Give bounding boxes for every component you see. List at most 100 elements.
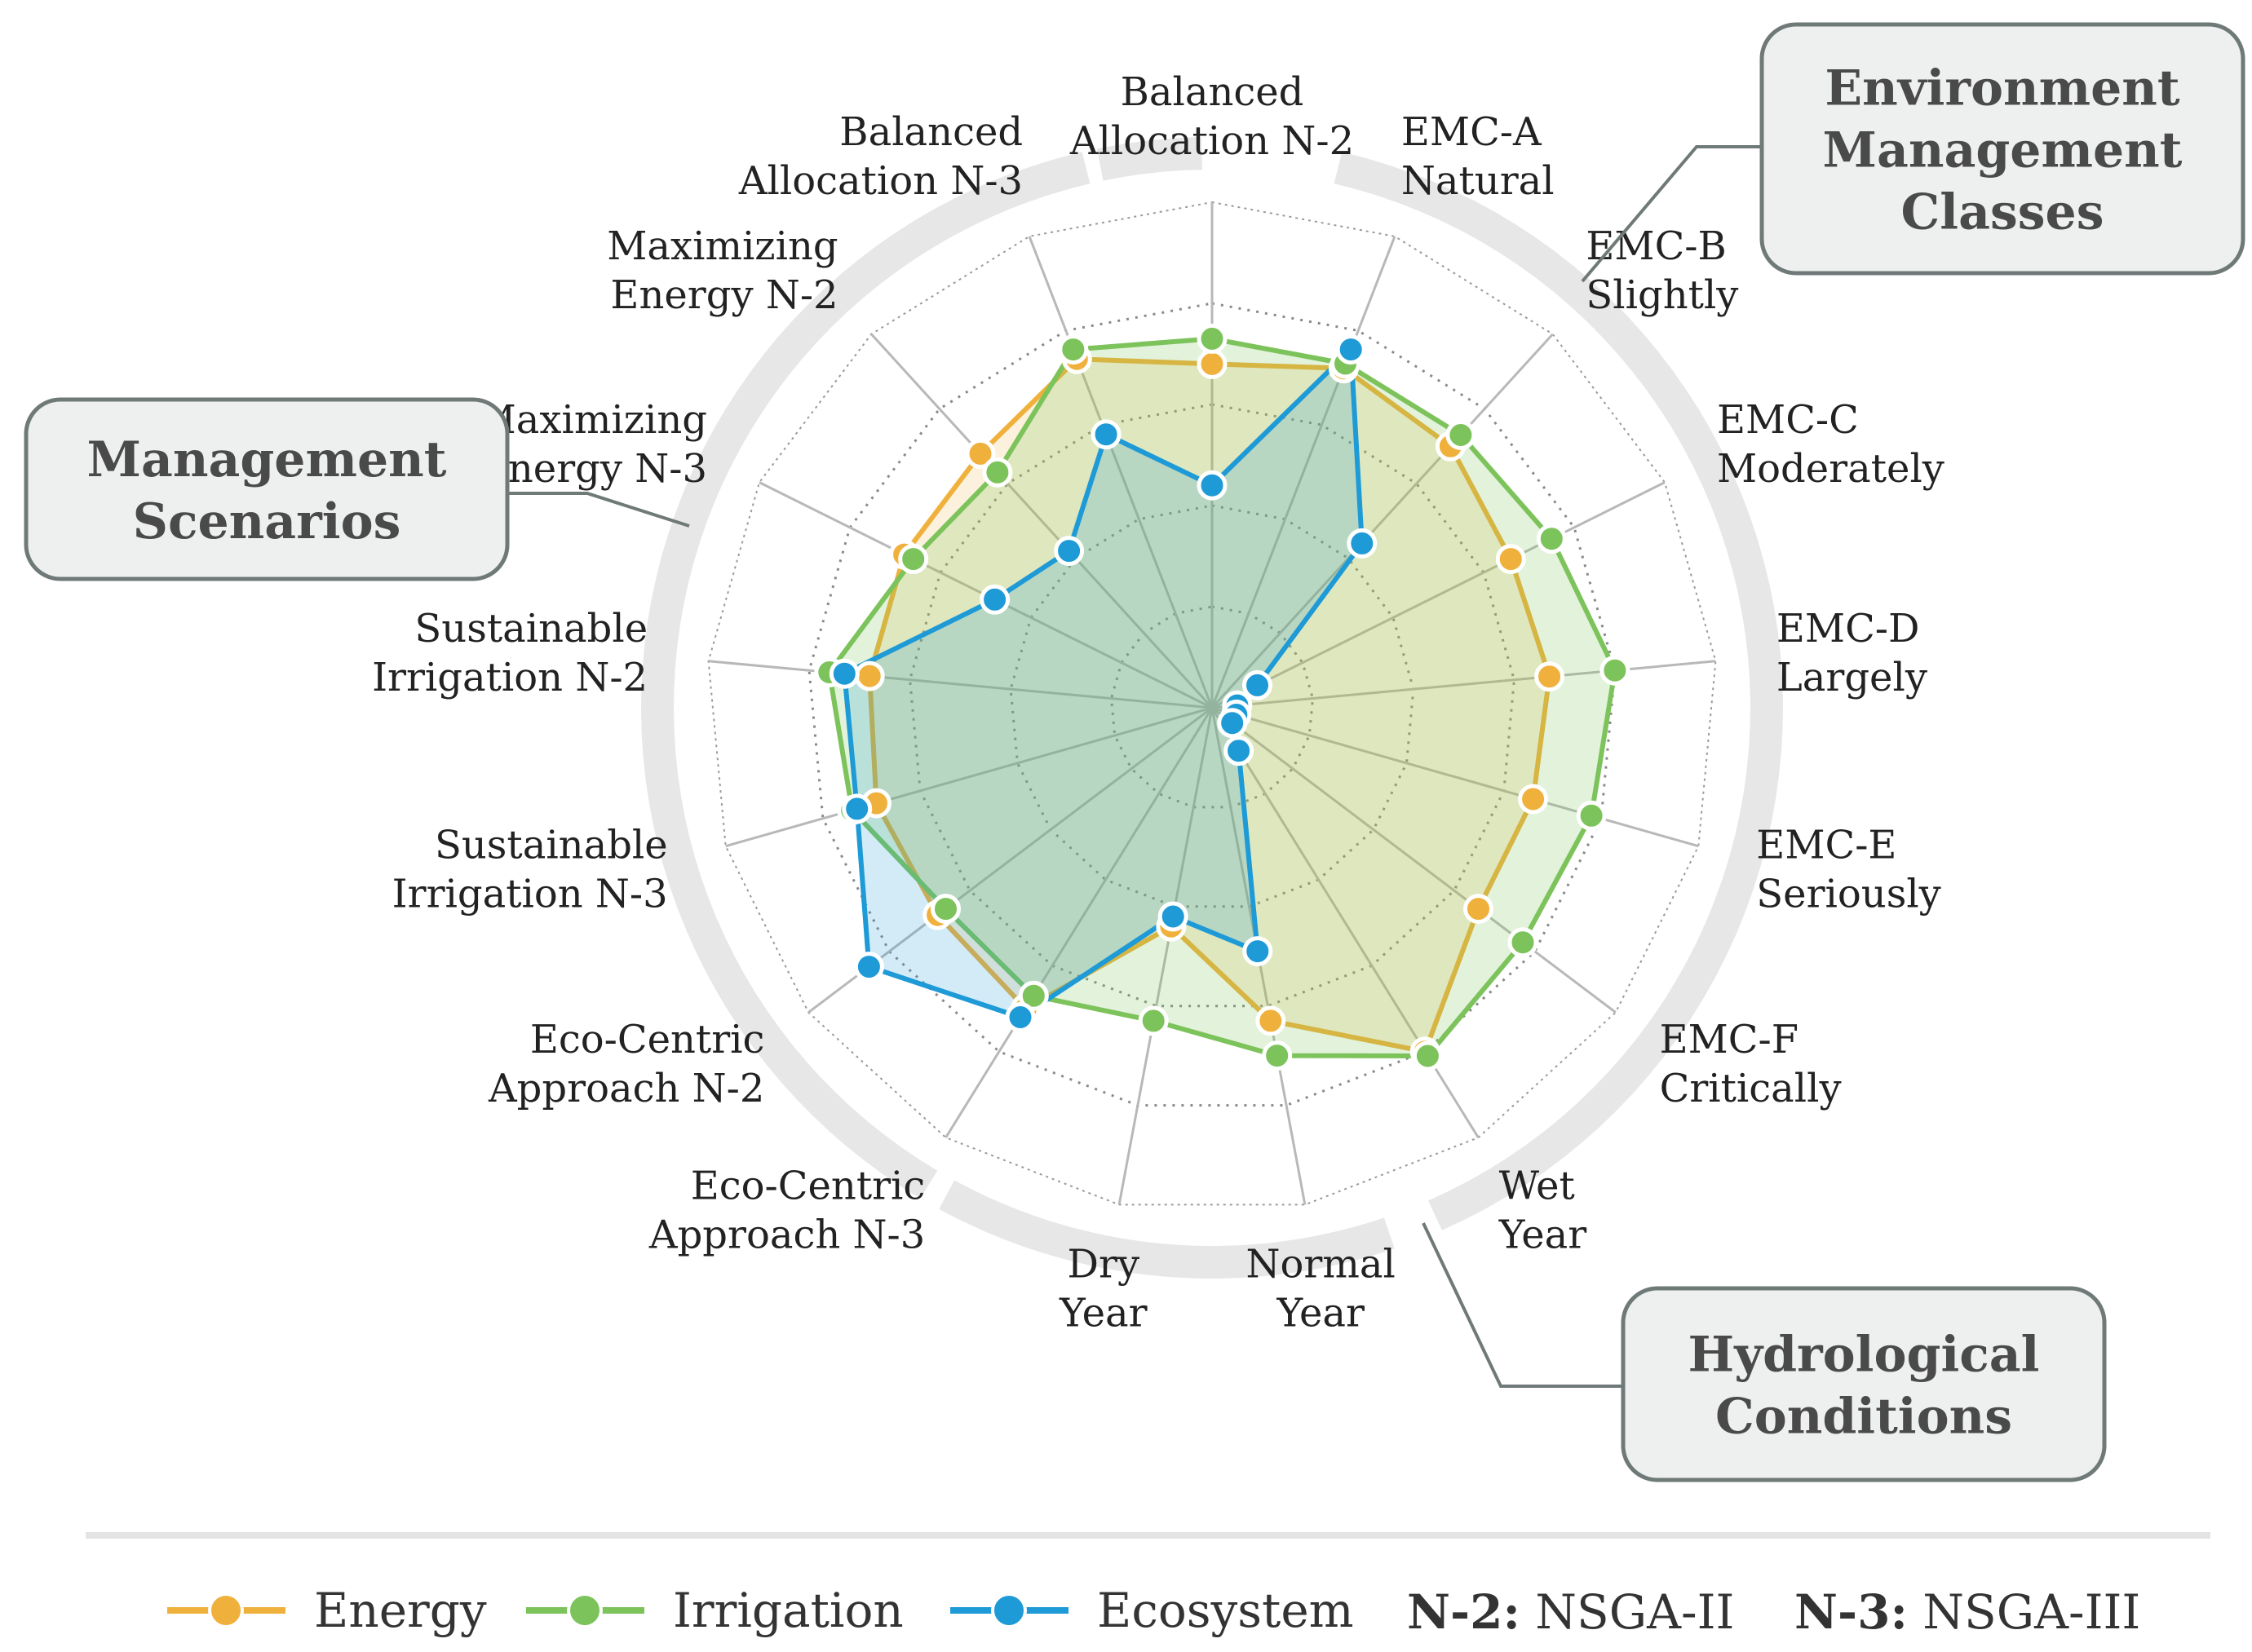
spoke-1	[1210, 236, 1396, 709]
axis-label-line: Irrigation N-2	[372, 655, 648, 700]
data-point-irrigation	[1445, 420, 1476, 450]
series-area-energy	[867, 356, 1552, 1054]
spoke-16	[1028, 236, 1214, 709]
axis-label-line: Dry	[1068, 1242, 1140, 1288]
data-point-irrigation	[1536, 523, 1567, 554]
axis-label-line: Balanced	[839, 109, 1023, 155]
legend-label: Irrigation	[673, 1583, 904, 1638]
data-point-energy	[1255, 1005, 1286, 1036]
data-point-irrigation	[1507, 927, 1538, 958]
data-point-ecosystem	[1197, 470, 1228, 501]
spoke-9	[1117, 707, 1214, 1205]
legend-marker	[991, 1592, 1027, 1628]
callout-leader-line	[1581, 145, 1762, 283]
axis-label-line: Critically	[1660, 1066, 1842, 1111]
axis-label-line: Allocation N-2	[1069, 118, 1354, 164]
grid-ring-1	[1109, 605, 1315, 809]
axis-label-line: Sustainable	[414, 606, 648, 652]
series-area-irrigation	[826, 336, 1617, 1058]
data-point-ecosystem	[1242, 669, 1272, 700]
data-point-energy	[1518, 784, 1549, 815]
axis-label-line: Year	[1276, 1291, 1365, 1336]
group-label-line: Scenarios	[133, 493, 401, 550]
data-point-irrigation	[1058, 334, 1089, 365]
spoke-2	[1210, 333, 1554, 709]
legend-item-energy: Energy	[167, 1583, 487, 1638]
axis-label-line: Energy N-2	[610, 272, 838, 318]
data-point-irrigation	[1576, 800, 1607, 831]
axis-label-line: Balanced	[1121, 69, 1304, 115]
axis-label-line: Natural	[1401, 158, 1555, 204]
legend-item-ecosystem: Ecosystem	[950, 1583, 1354, 1638]
legend-note-1: N-2: NSGA-II	[1407, 1584, 1734, 1640]
axis-label-line: Year	[1498, 1212, 1587, 1257]
grid-ring-5	[707, 201, 1717, 1206]
group-label-line: Management	[87, 431, 447, 488]
data-point-irrigation	[1412, 1040, 1443, 1071]
data-point-ecosystem	[1242, 936, 1273, 967]
group-band-1	[1334, 152, 1784, 1230]
axis-label-line: Largely	[1776, 655, 1927, 700]
data-point-irrigation	[1018, 980, 1049, 1011]
axis-label-line: EMC-C	[1717, 397, 1859, 443]
data-point-energy	[1197, 348, 1228, 379]
spoke-5	[1211, 706, 1699, 848]
axis-label-line: Moderately	[1717, 446, 1945, 492]
data-point-ecosystem	[1054, 536, 1085, 567]
legend-note-key: N-2:	[1407, 1584, 1520, 1640]
axis-label-line: Energy N-3	[480, 446, 707, 492]
legend-marker	[208, 1592, 244, 1628]
group-band-2	[939, 1180, 1395, 1279]
data-point-energy	[1463, 894, 1493, 925]
legend-note-text: NSGA-II	[1520, 1584, 1735, 1640]
data-point-irrigation	[1599, 655, 1630, 686]
spoke-13	[708, 660, 1213, 709]
spoke-12	[725, 706, 1213, 848]
axis-label-line: Allocation N-3	[738, 158, 1023, 204]
data-point-irrigation	[931, 894, 961, 925]
spoke-10	[945, 707, 1214, 1138]
legend-label: Energy	[314, 1583, 487, 1638]
axis-label-line: EMC-B	[1586, 223, 1726, 269]
axis-label-line: Maximizing	[607, 223, 838, 269]
data-point-ecosystem	[1091, 419, 1122, 450]
axis-label-line: Seriously	[1756, 871, 1941, 917]
data-point-irrigation	[1138, 1005, 1169, 1036]
data-point-irrigation	[982, 457, 1013, 488]
data-point-irrigation	[1262, 1040, 1293, 1071]
series-points	[814, 323, 1630, 1071]
data-point-ecosystem	[829, 658, 860, 689]
data-point-energy	[854, 660, 885, 691]
group-band-3	[640, 152, 1091, 1199]
axis-label-line: Irrigation N-3	[392, 871, 668, 917]
group-label-line: Classes	[1901, 184, 2104, 241]
group-band-4	[1096, 137, 1203, 181]
data-point-irrigation	[898, 544, 929, 575]
legend-note-text: NSGA-III	[1908, 1584, 2140, 1640]
data-point-energy	[1534, 661, 1565, 692]
axis-label-line: EMC-F	[1660, 1017, 1799, 1062]
axis-label-line: Eco-Centric	[530, 1017, 765, 1062]
axis-label-line: EMC-A	[1401, 109, 1542, 155]
legend-marker	[567, 1592, 603, 1628]
group-label-line: Conditions	[1715, 1389, 2012, 1446]
